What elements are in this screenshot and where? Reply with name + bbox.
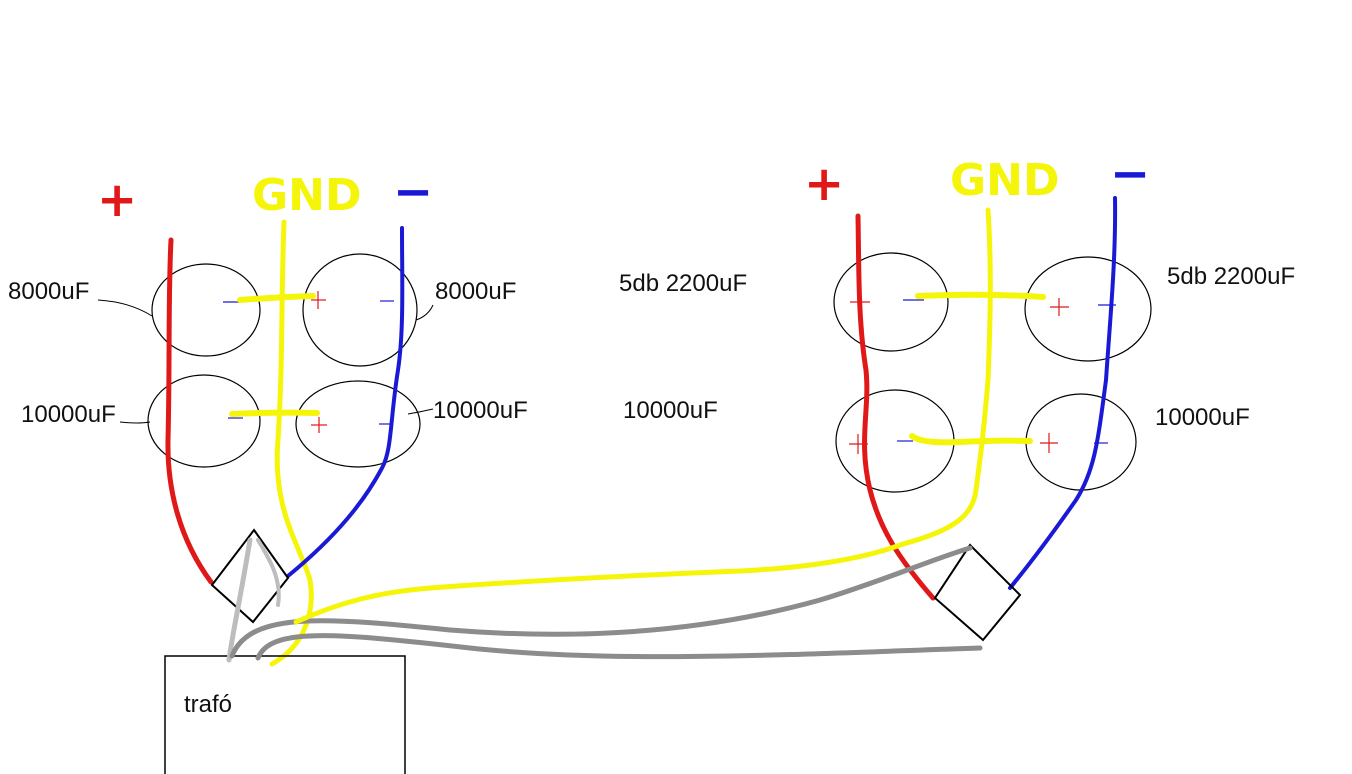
left-cap-top-left-label: 8000uF <box>8 278 89 305</box>
right-cap-bottom-note-left: 10000uF <box>623 397 718 424</box>
transformer-section: trafó <box>164 537 983 774</box>
left-cap-bottom-right <box>295 380 421 468</box>
right-positive-wire <box>855 213 936 601</box>
right-cap-top-right <box>1024 256 1152 362</box>
left-gnd-label: GND <box>252 170 361 221</box>
right-cap-bottom-note-right: 10000uF <box>1155 404 1250 431</box>
left-rectifier <box>210 528 290 624</box>
left-cap-top-left <box>151 263 261 357</box>
left-ac-wire-1 <box>226 537 253 663</box>
right-gnd-wire <box>900 207 993 547</box>
right-cap-bottom-right <box>1025 393 1137 491</box>
right-minus-label: − <box>1110 146 1150 202</box>
right-ac-wire-2 <box>255 633 983 661</box>
right-plus-label: + <box>804 156 844 212</box>
right-ac-wire-1 <box>229 545 973 659</box>
left-cap-top-right <box>302 253 418 367</box>
right-rectifier <box>933 543 1022 642</box>
right-gnd-bar-bottom <box>909 433 1033 446</box>
left-ac-wire-2 <box>256 538 281 607</box>
transformer-box <box>164 655 406 774</box>
left-plus-label: + <box>97 172 137 228</box>
left-cap-bottom-left <box>147 374 261 468</box>
left-minus-label: − <box>393 164 433 220</box>
right-gnd-label: GND <box>950 155 1059 206</box>
left-negative-wire <box>286 226 405 578</box>
right-cap-top-note-right: 5db 2200uF <box>1167 263 1295 290</box>
left-cap-top-right-label: 8000uF <box>435 278 516 305</box>
right-cap-top-note-left: 5db 2200uF <box>619 270 747 297</box>
left-positive-wire <box>165 237 214 585</box>
left-board: + GND − 8000uF 8000uF 10000uF 10000uF <box>8 164 528 667</box>
transformer-label: trafó <box>184 691 232 718</box>
right-board: + GND − 5db 2200uF 5db 2200uF 10000uF 10… <box>619 146 1295 642</box>
left-gnd-bar-bottom <box>229 409 320 417</box>
left-cap-bottom-right-label: 10000uF <box>433 397 528 424</box>
right-cap-top-left <box>833 252 949 352</box>
left-cap-bottom-left-label: 10000uF <box>21 401 116 428</box>
right-gnd-bar-top <box>915 291 1046 300</box>
right-negative-wire <box>1008 196 1118 590</box>
left-gnd-bar-top <box>237 293 316 303</box>
ground-link-wire <box>293 541 906 625</box>
